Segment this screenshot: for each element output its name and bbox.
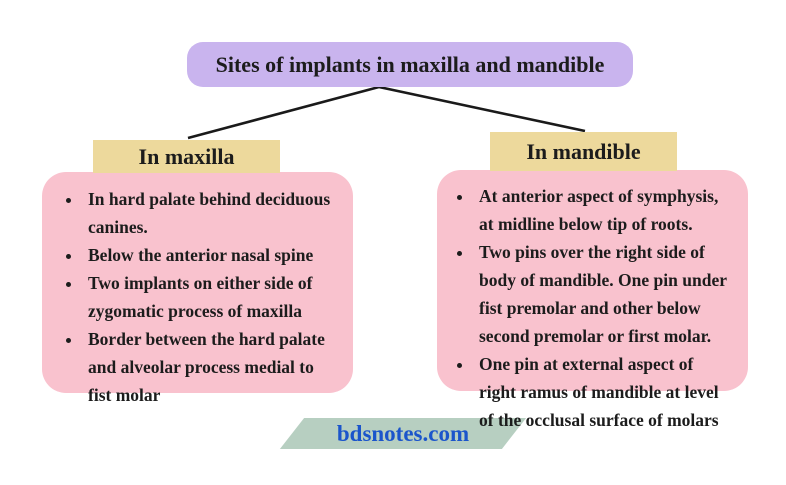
mandible-bullet-item: Two pins over the right side of body of … — [474, 238, 734, 350]
connector-line-right — [378, 85, 586, 133]
mandible-header: In mandible — [490, 132, 677, 171]
watermark-text: bdsnotes.com — [336, 420, 470, 446]
connector-line-left — [187, 85, 380, 140]
maxilla-bullet-item: Below the anterior nasal spine — [83, 241, 335, 269]
maxilla-bullet-list: In hard palate behind deciduous canines.… — [66, 185, 335, 409]
title-box: Sites of implants in maxilla and mandibl… — [187, 42, 633, 87]
mandible-header-text: In mandible — [526, 138, 641, 164]
title-text: Sites of implants in maxilla and mandibl… — [215, 51, 605, 77]
mandible-content-box: At anterior aspect of symphysis, at midl… — [437, 170, 748, 430]
maxilla-header-text: In maxilla — [138, 143, 235, 169]
maxilla-header: In maxilla — [93, 140, 280, 173]
maxilla-content-box: In hard palate behind deciduous canines.… — [42, 172, 353, 405]
mandible-bullet-item: One pin at external aspect of right ramu… — [474, 350, 734, 434]
maxilla-bullet-item: In hard palate behind deciduous canines. — [83, 185, 335, 241]
maxilla-bullet-item: Border between the hard palate and alveo… — [83, 325, 335, 409]
watermark-banner: bdsnotes.com — [292, 418, 514, 449]
mandible-bullet-item: At anterior aspect of symphysis, at midl… — [474, 182, 734, 238]
maxilla-bullet-item: Two implants on either side of zygomatic… — [83, 269, 335, 325]
mandible-bullet-list: At anterior aspect of symphysis, at midl… — [457, 182, 734, 434]
